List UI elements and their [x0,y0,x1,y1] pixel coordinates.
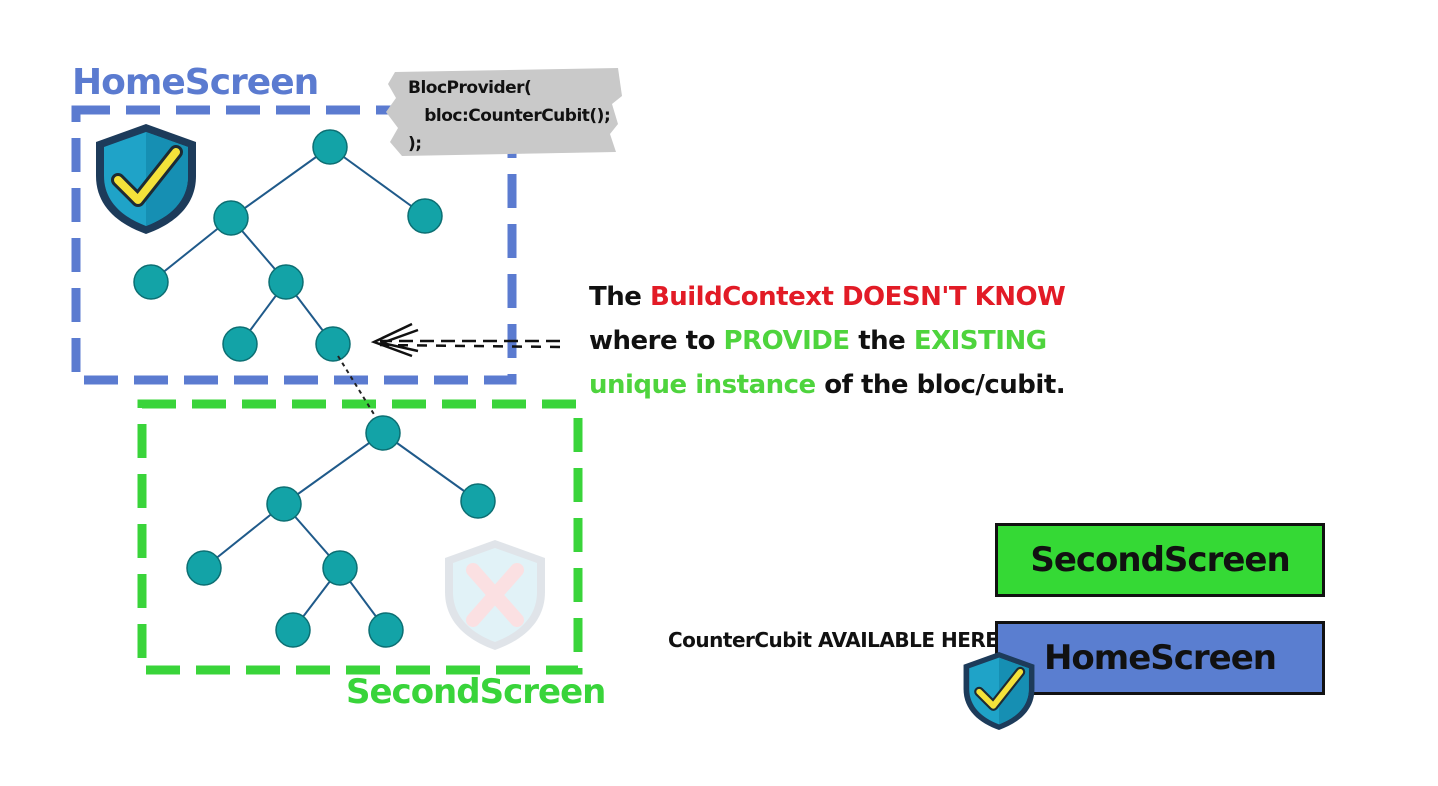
tree-node [315,326,351,362]
stack-homescreen-box: HomeScreen [995,621,1325,695]
tree-node [460,483,496,519]
available-label: CounterCubit AVAILABLE HERE [668,628,999,652]
homescreen-label: HomeScreen [72,62,319,103]
second-tree-edges [203,432,479,631]
tree-node [268,264,304,300]
code-note: BlocProvider( bloc:CounterCubit(); ); [408,74,618,158]
explanation-text: The BuildContext DOESN'T KNOW where to P… [589,275,1066,407]
tree-node [312,129,348,165]
tree-node [365,415,401,451]
stack-secondscreen-box: SecondScreen [995,523,1325,597]
code-line: BlocProvider( [408,78,532,98]
text-segment: the [849,326,914,356]
explanation-line-1: The BuildContext DOESN'T KNOW [589,275,1066,319]
shield-check-icon [963,652,1035,730]
secondscreen-label: SecondScreen [346,672,606,712]
explanation-line-3: unique instance of the bloc/cubit. [589,363,1066,407]
text-segment: where to [589,326,724,356]
homescreen-boundary [71,105,517,385]
code-line: ); [408,134,422,154]
tree-node [186,550,222,586]
tree-node [368,612,404,648]
secondscreen-boundary [137,399,583,675]
highlight-green: EXISTING [913,326,1047,356]
highlight-red: BuildContext DOESN'T KNOW [649,282,1066,312]
dashed-arrow [370,322,561,358]
tree-node [222,326,258,362]
tree-node [133,264,169,300]
tree-node [322,550,358,586]
shield-check-icon [96,124,196,234]
second-tree-nodes [186,415,496,648]
shield-x-icon [445,540,545,650]
explanation-line-2: where to PROVIDE the EXISTING [589,319,1065,363]
highlight-green: PROVIDE [723,326,851,356]
text-segment: of the bloc/cubit. [815,370,1066,400]
tree-node [266,486,302,522]
code-line: bloc:CounterCubit(); [408,106,611,126]
home-tree-nodes [133,129,443,362]
highlight-green: unique instance [589,370,816,400]
tree-node [275,612,311,648]
tree-node [407,198,443,234]
tree-link-dotted [337,355,381,425]
tree-node [213,200,249,236]
code-note-background [386,68,622,156]
text-segment: The [589,282,650,312]
